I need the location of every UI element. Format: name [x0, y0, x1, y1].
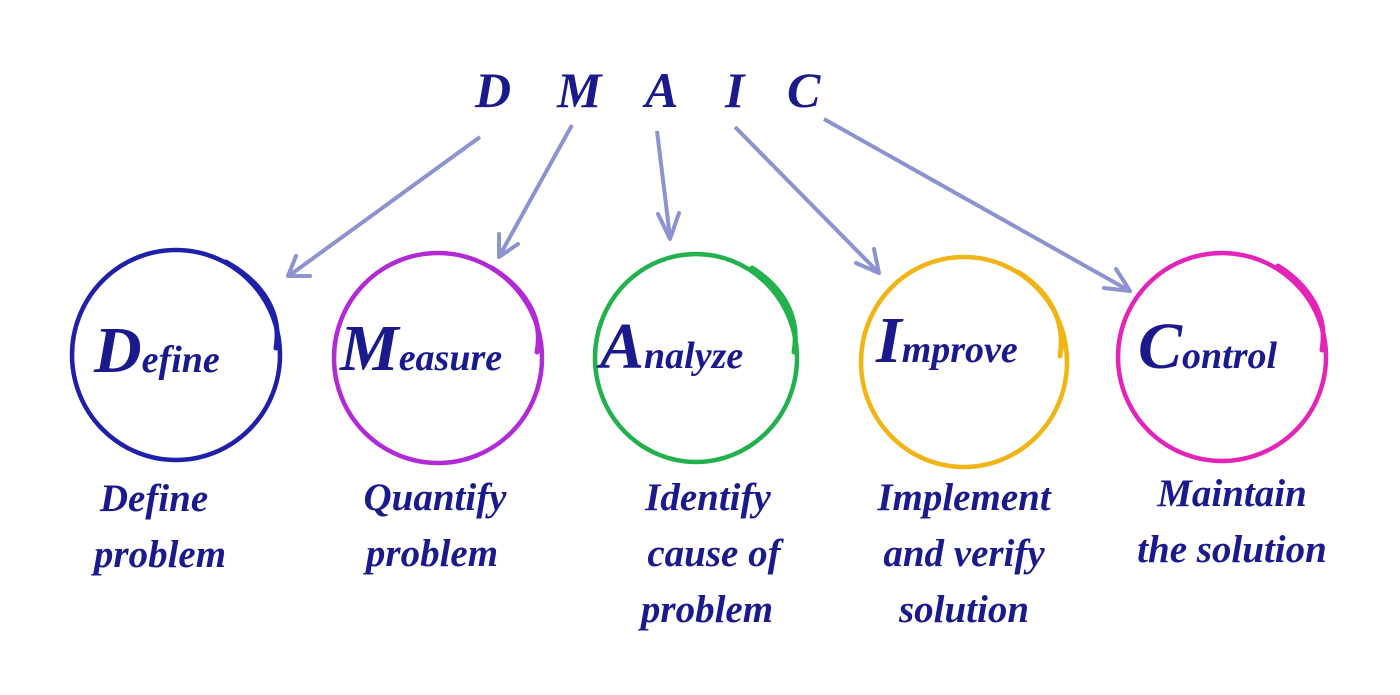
title-letter-c: C [787, 62, 821, 118]
define-description-line-2: problem [91, 533, 226, 576]
measure-circle [331, 250, 545, 466]
step-define: Define Define problem [69, 247, 283, 576]
measure-label: Measure [339, 312, 502, 385]
control-label: Control [1138, 310, 1278, 383]
title-letter-a: A [642, 62, 678, 118]
arrow-to-measure [497, 124, 574, 259]
analyze-circle-flick [749, 265, 798, 355]
arrow-to-control [823, 117, 1132, 293]
arrows [286, 117, 1132, 293]
control-circle-flick [1275, 263, 1326, 353]
control-description-line-2: the solution [1137, 528, 1327, 571]
analyze-label: Analyze [596, 310, 743, 383]
improve-description-line-1: Implement [876, 476, 1051, 519]
define-description-line-1: Define [99, 477, 208, 520]
arrow-to-define [286, 135, 482, 278]
dmaic-title: D M A I C [474, 62, 821, 118]
measure-description-line-1: Quantify [363, 476, 507, 519]
control-circle [1115, 250, 1329, 464]
define-circle-flick [223, 259, 280, 351]
analyze-description-line-1: Identify [644, 476, 771, 519]
step-measure: Measure Quantify problem [331, 250, 545, 575]
step-control: Control Maintain the solution [1115, 250, 1329, 571]
step-analyze: Analyze Identify cause of problem [592, 251, 800, 631]
improve-circle [858, 254, 1070, 470]
title-letter-m: M [556, 62, 603, 118]
control-description-line-1: Maintain [1156, 472, 1307, 515]
arrow-to-improve [733, 125, 881, 275]
analyze-circle [592, 251, 800, 465]
title-letter-i: I [724, 62, 746, 118]
analyze-description-line-2: cause of [647, 532, 784, 575]
improve-circle-flick [1015, 269, 1064, 359]
measure-circle-flick [489, 265, 541, 355]
improve-description-line-2: and verify [883, 532, 1045, 575]
improve-description-line-3: solution [898, 588, 1029, 631]
define-label: Define [93, 314, 220, 387]
step-improve: Improve Implement and verify solution [858, 254, 1070, 631]
improve-label: Improve [875, 304, 1018, 377]
title-letter-d: D [474, 62, 511, 118]
define-circle [69, 247, 283, 463]
analyze-description-line-3: problem [638, 588, 773, 631]
measure-description-line-2: problem [363, 532, 498, 575]
arrow-to-analyze [655, 130, 681, 241]
